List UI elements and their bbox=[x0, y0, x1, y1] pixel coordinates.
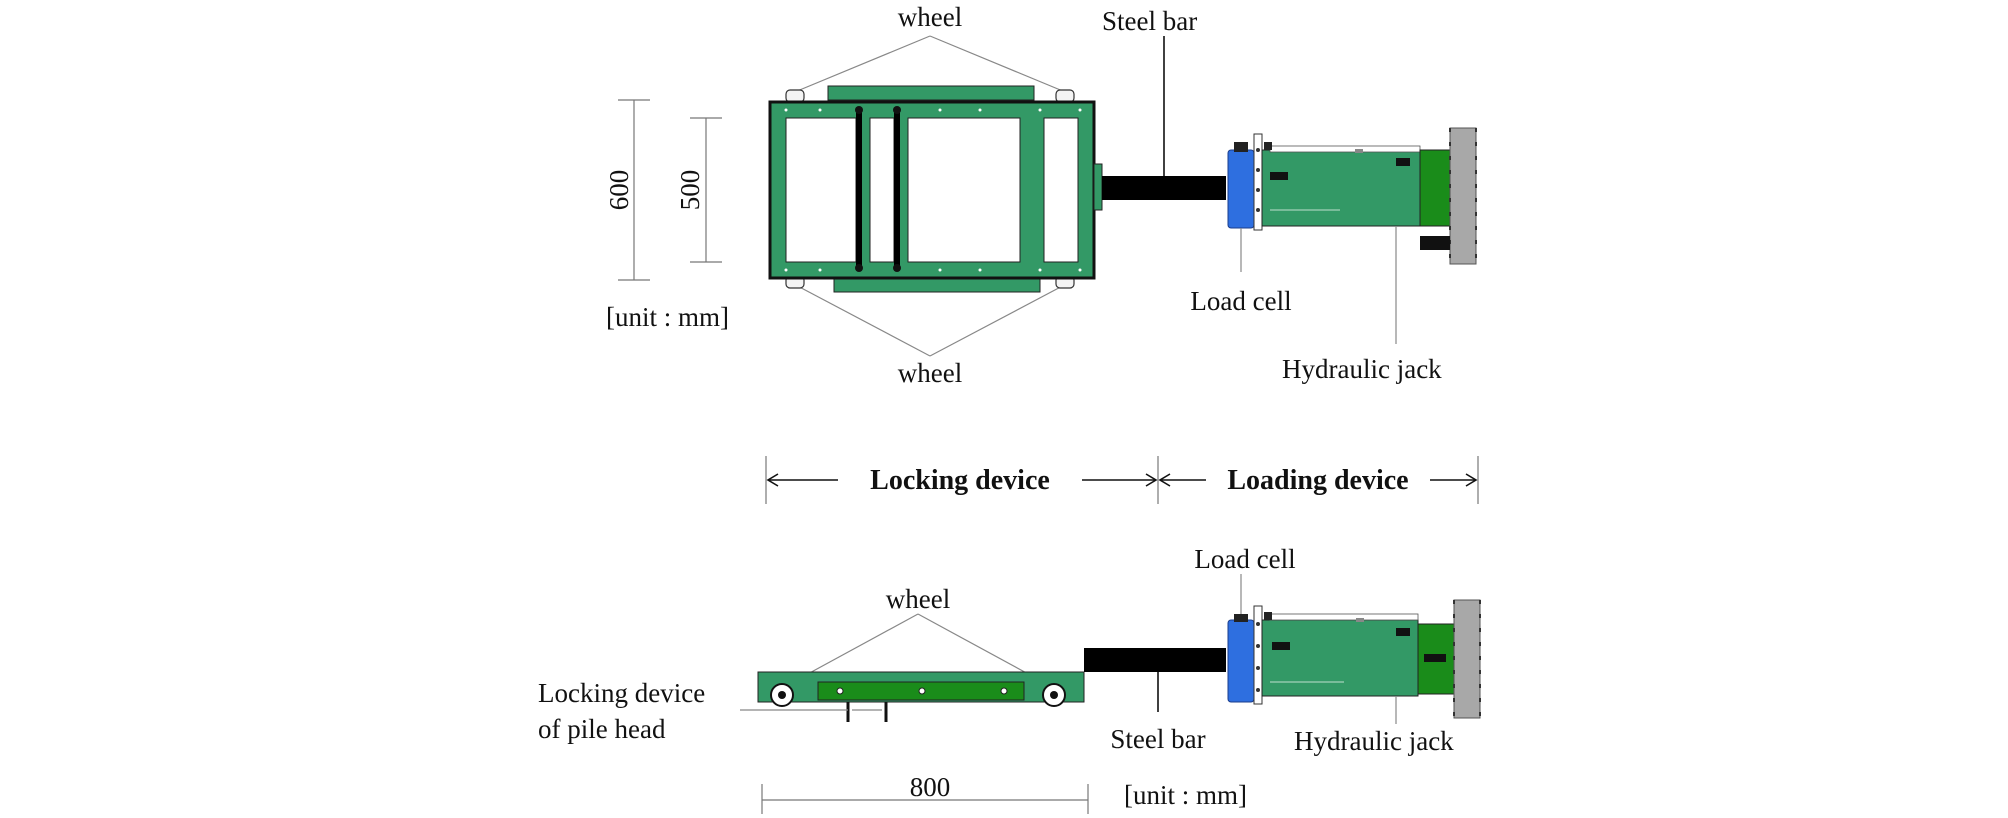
pile-head-locking-pins bbox=[740, 702, 888, 722]
wheel-label-top: wheel bbox=[898, 2, 962, 32]
load-cell-label-top: Load cell bbox=[1190, 286, 1291, 316]
dimension-500-label: 500 bbox=[675, 170, 705, 211]
load-cell-top bbox=[1227, 133, 1263, 231]
locking-device-label: Locking device bbox=[870, 465, 1050, 496]
steel-bar-top bbox=[1102, 176, 1226, 200]
dimension-800 bbox=[761, 784, 1089, 814]
side-view: 800 wheel Load cell Steel bar Hydraulic … bbox=[538, 544, 1481, 814]
unit-label-top: [unit : mm] bbox=[606, 302, 729, 332]
loading-device-label: Loading device bbox=[1227, 465, 1408, 496]
dimension-800-label: 800 bbox=[910, 772, 951, 802]
wheel-top-right bbox=[1055, 89, 1075, 103]
hydraulic-jack-label-side: Hydraulic jack bbox=[1294, 726, 1454, 756]
top-view: 600 500 wheel wheel Steel bar Load cell … bbox=[604, 2, 1477, 388]
wheel-top-left bbox=[785, 89, 805, 103]
load-cell-label-side: Load cell bbox=[1194, 544, 1295, 574]
steel-bar-label-side: Steel bar bbox=[1110, 724, 1205, 754]
section-dimension bbox=[765, 456, 1479, 504]
dimension-600-label: 600 bbox=[604, 170, 634, 211]
steel-bar-label-top: Steel bar bbox=[1102, 6, 1197, 36]
locking-frame-top bbox=[768, 100, 1103, 280]
unit-label-side: [unit : mm] bbox=[1124, 780, 1247, 810]
upper-rail bbox=[827, 85, 1035, 101]
hydraulic-jack-label-top: Hydraulic jack bbox=[1282, 354, 1442, 384]
hydraulic-jack-top bbox=[1261, 127, 1477, 265]
lower-rail bbox=[833, 277, 1041, 293]
wheel-label-side: wheel bbox=[886, 584, 950, 614]
locking-pile-label-line1: Locking device bbox=[538, 678, 705, 708]
dimension-600 bbox=[618, 99, 650, 281]
side-wheel-left bbox=[770, 683, 794, 707]
side-wheel-right bbox=[1042, 683, 1066, 707]
steel-bar-side bbox=[1084, 648, 1226, 672]
hydraulic-jack-side bbox=[1261, 599, 1481, 719]
locking-pile-label-line2: of pile head bbox=[538, 714, 666, 744]
load-cell-side bbox=[1227, 605, 1263, 705]
wheel-leader-lines-top bbox=[789, 35, 1071, 357]
wheel-label-bottom: wheel bbox=[898, 358, 962, 388]
dimension-500 bbox=[690, 117, 722, 263]
